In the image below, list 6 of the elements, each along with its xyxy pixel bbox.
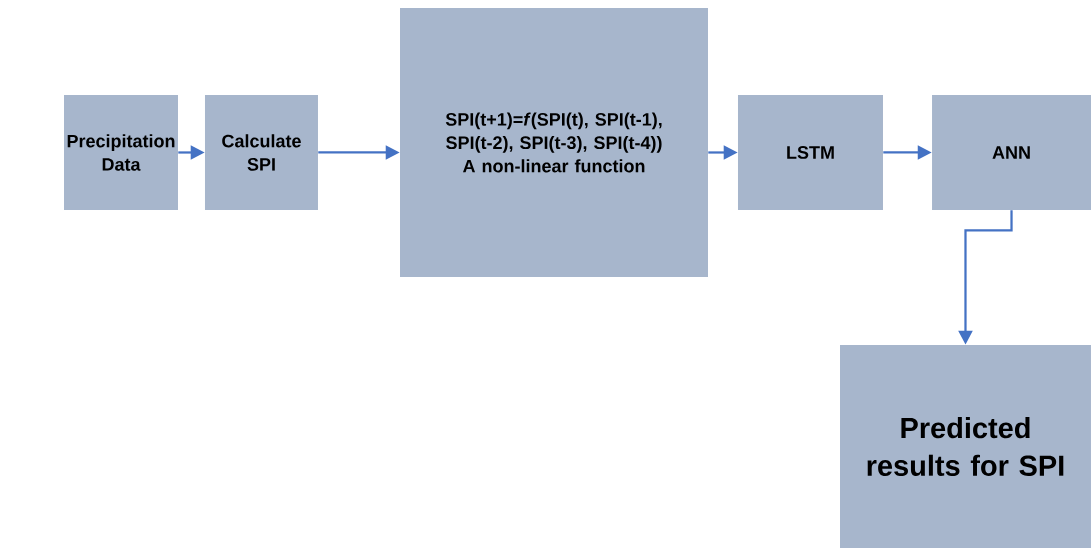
process-box: SPI(t+1)=f(SPI(t), SPI(t-1), SPI(t-2), SPI(t-3), SPI(t-4)) A non-linear function [400,8,708,277]
process-box: Calculate SPI [205,95,318,210]
process-box: LSTM [738,95,883,210]
process-box: Precipitation Data [64,95,178,210]
process-box: ANN [932,95,1091,210]
process-box: Predicted results for SPI [840,345,1091,548]
